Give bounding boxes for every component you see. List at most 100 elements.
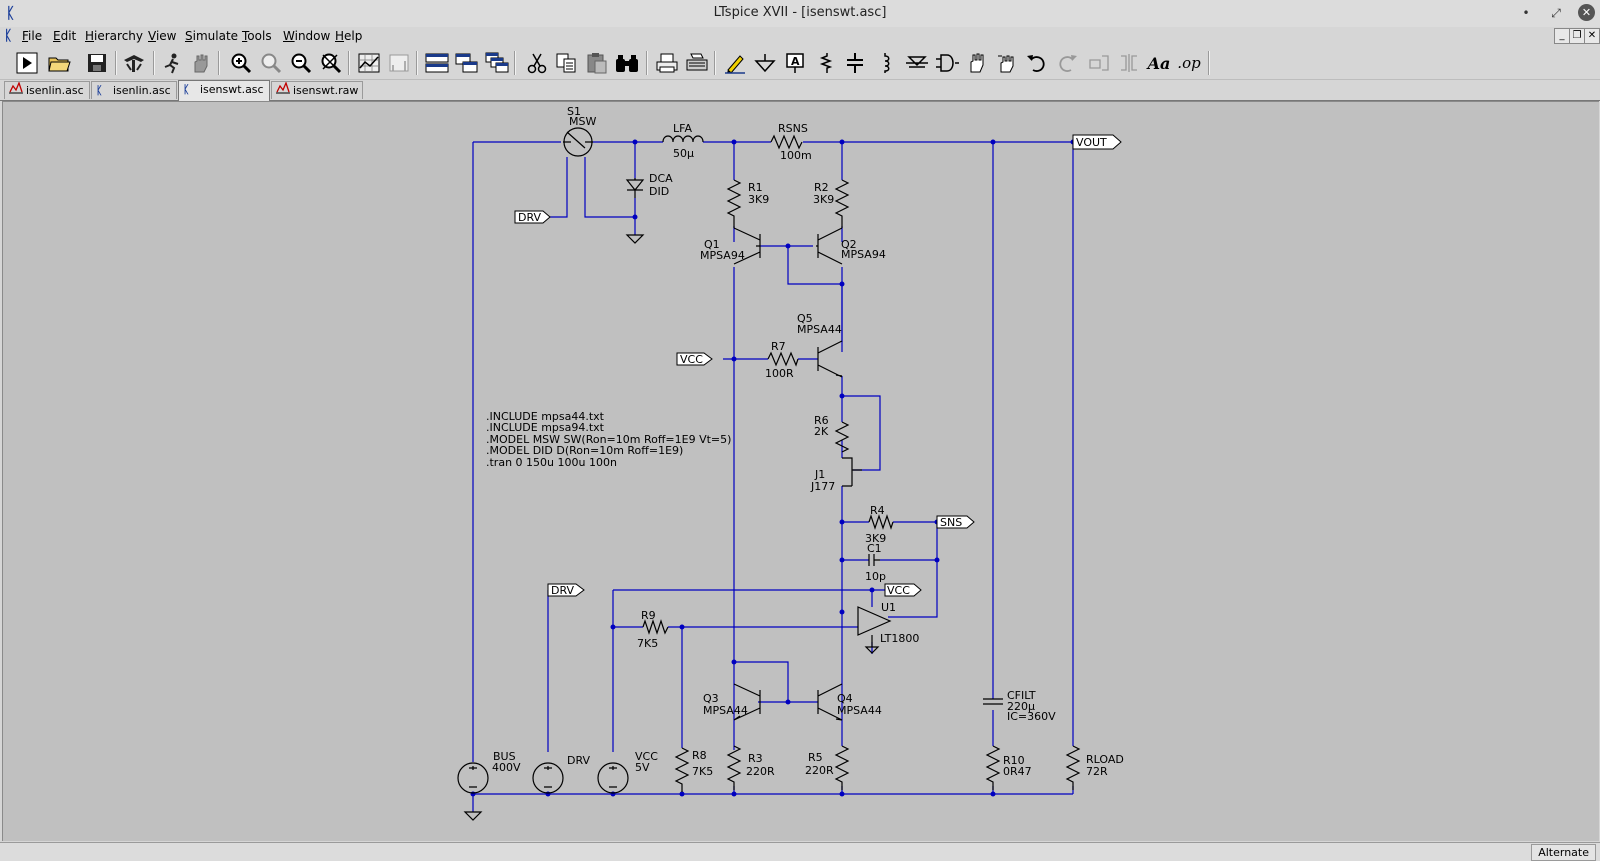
q4-name: Q4 xyxy=(837,692,853,705)
mirror-icon[interactable] xyxy=(1116,50,1142,76)
menu-help[interactable]: Help xyxy=(335,29,363,43)
mdi-close-button[interactable]: ✕ xyxy=(1584,28,1600,44)
document-icon[interactable]: ᛕ xyxy=(4,28,13,44)
r1-name: R1 xyxy=(748,181,763,194)
tab-isenswt-raw[interactable]: isenswt.raw xyxy=(271,81,363,99)
tile-vertical-icon[interactable] xyxy=(454,50,480,76)
schematic-icon: ᛕ xyxy=(183,83,190,96)
cut-icon[interactable] xyxy=(524,50,550,76)
directive-line: .MODEL DID D(Ron=10m Roff=1E9) xyxy=(486,444,683,457)
r8-name: R8 xyxy=(692,749,707,762)
menu-bar: ᛕ File Edit Hierarchy View Simulate Tool… xyxy=(0,27,1600,47)
toolbar: A Aa .op xyxy=(0,47,1600,80)
mdi-restore-button[interactable]: ❐ xyxy=(1569,28,1585,44)
r8-value: 7K5 xyxy=(692,765,713,778)
q1-name: Q1 xyxy=(704,238,720,251)
net-vcc: VCC xyxy=(887,584,910,597)
rsns-value: 100m xyxy=(780,149,812,162)
menu-view[interactable]: View xyxy=(148,29,177,43)
open-folder-icon[interactable] xyxy=(46,50,72,76)
tile-horizontal-icon[interactable] xyxy=(424,50,450,76)
undo-icon[interactable] xyxy=(1024,50,1050,76)
zoom-fit-icon[interactable] xyxy=(318,50,344,76)
r3-name: R3 xyxy=(748,752,763,765)
s1-value: MSW xyxy=(569,115,596,128)
net-drv: DRV xyxy=(518,211,542,224)
tab-isenlin-asc-waveform[interactable]: isenlin.asc xyxy=(4,81,90,99)
zoom-out-icon[interactable] xyxy=(288,50,314,76)
ground-icon[interactable] xyxy=(752,50,778,76)
schematic-canvas[interactable]: VOUT DRV VCC SNS DRV VCC S1 MSW LFA 50µ … xyxy=(2,101,1599,841)
pan-icon[interactable] xyxy=(188,50,214,76)
find-icon[interactable] xyxy=(614,50,640,76)
r7-name: R7 xyxy=(771,340,786,353)
rotate-icon[interactable] xyxy=(1086,50,1112,76)
text-tool-label: Aa xyxy=(1147,53,1171,73)
spice-directives[interactable]: .INCLUDE mpsa44.txt .INCLUDE mpsa94.txt … xyxy=(486,410,731,469)
maximize-button[interactable]: ⤢ xyxy=(1551,6,1561,20)
print-preview-icon[interactable] xyxy=(654,50,680,76)
menu-simulate[interactable]: Simulate xyxy=(185,29,239,43)
net-label-texts: VOUT DRV VCC SNS DRV VCC xyxy=(518,136,1107,597)
q5-value: MPSA44 xyxy=(797,323,842,336)
r2-name: R2 xyxy=(814,181,829,194)
wires[interactable] xyxy=(472,141,1074,812)
save-icon[interactable] xyxy=(84,50,110,76)
r7-value: 100R xyxy=(765,367,794,380)
drag-icon[interactable] xyxy=(994,50,1020,76)
close-button[interactable]: ✕ xyxy=(1578,4,1595,21)
window-title: LTspice XVII - [isenswt.asc] xyxy=(713,5,887,20)
diode-icon[interactable] xyxy=(904,50,930,76)
net-vcc: VCC xyxy=(680,353,703,366)
q4-value: MPSA44 xyxy=(837,704,882,717)
draw-wire-icon[interactable] xyxy=(722,50,748,76)
paste-icon[interactable] xyxy=(584,50,610,76)
menu-tools[interactable]: Tools xyxy=(242,29,272,43)
autorange-icon[interactable] xyxy=(356,50,382,76)
q1-value: MPSA94 xyxy=(700,249,745,262)
capacitor-icon[interactable] xyxy=(842,50,868,76)
minimize-button[interactable]: • xyxy=(1522,6,1530,20)
r9-value: 7K5 xyxy=(637,637,658,650)
menu-hierarchy[interactable]: Hierarchy xyxy=(85,29,144,43)
redo-icon[interactable] xyxy=(1054,50,1080,76)
text-icon[interactable]: Aa xyxy=(1146,50,1172,76)
menu-window[interactable]: Window xyxy=(283,29,331,43)
component-symbols[interactable] xyxy=(457,127,1081,821)
menu-file[interactable]: File xyxy=(22,29,43,43)
q3-name: Q3 xyxy=(703,692,719,705)
menu-edit[interactable]: Edit xyxy=(53,29,77,43)
q3-value: MPSA44 xyxy=(703,704,748,717)
s1-name: S1 xyxy=(567,105,581,118)
resistor-icon[interactable] xyxy=(812,50,838,76)
run-icon[interactable] xyxy=(14,50,40,76)
u1-value: LT1800 xyxy=(880,632,919,645)
r4-value: 3K9 xyxy=(865,532,886,545)
rsns-name: RSNS xyxy=(778,122,808,135)
print-icon[interactable] xyxy=(684,50,710,76)
waveform-icon xyxy=(9,81,23,100)
label-net-icon[interactable]: A xyxy=(782,50,808,76)
u1-name: U1 xyxy=(881,601,896,614)
net-label-flags xyxy=(514,134,1122,597)
mdi-minimize-button[interactable]: _ xyxy=(1554,28,1570,44)
copy-icon[interactable] xyxy=(554,50,580,76)
r6-name: R6 xyxy=(814,414,829,427)
control-panel-icon[interactable] xyxy=(121,50,147,76)
cascade-icon[interactable] xyxy=(484,50,510,76)
zoom-area-icon[interactable] xyxy=(258,50,284,76)
move-icon[interactable] xyxy=(964,50,990,76)
rload-name: RLOAD xyxy=(1086,753,1124,766)
cursor-icon[interactable] xyxy=(386,50,412,76)
halt-icon[interactable] xyxy=(159,50,185,76)
component-icon[interactable] xyxy=(934,50,960,76)
inductor-icon[interactable] xyxy=(872,50,898,76)
spice-directive-icon[interactable]: .op xyxy=(1176,50,1202,76)
zoom-in-icon[interactable] xyxy=(228,50,254,76)
r5-value: 220R xyxy=(805,764,834,777)
directive-line: .tran 0 150u 100u 100n xyxy=(486,456,617,469)
net-sns: SNS xyxy=(940,516,962,529)
